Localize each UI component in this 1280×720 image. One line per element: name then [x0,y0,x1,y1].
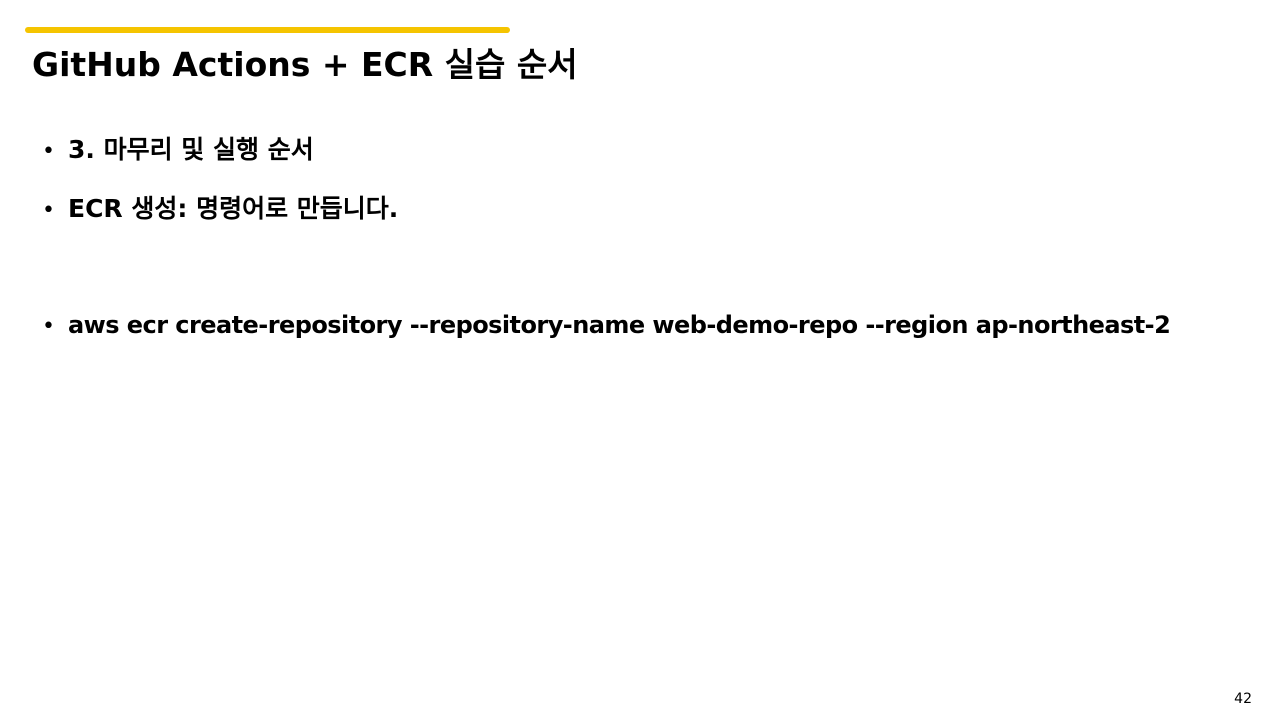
bullet-item: • aws ecr create-repository --repository-… [42,308,1171,344]
bullet-marker: • [42,314,55,339]
bullet-marker: • [42,139,55,164]
bullet-marker: • [42,198,55,223]
slide-title: GitHub Actions + ECR 실습 순서 [32,45,578,84]
bullet-item: • 3. 마무리 및 실행 순서 [42,133,314,169]
bullet-text: 3. 마무리 및 실행 순서 [68,135,314,164]
bullet-text: aws ecr create-repository --repository-n… [68,311,1171,339]
title-accent-bar [25,27,510,33]
bullet-item: • ECR 생성: 명령어로 만듭니다. [42,192,398,228]
bullet-text: ECR 생성: 명령어로 만듭니다. [68,194,399,223]
page-number: 42 [1234,691,1252,707]
